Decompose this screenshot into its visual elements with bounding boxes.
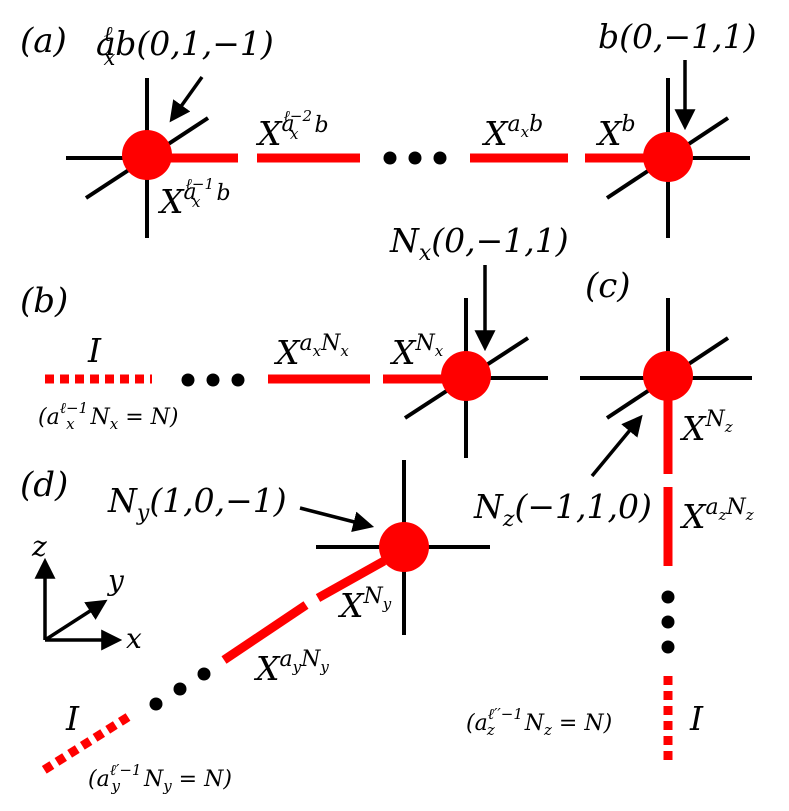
panel-d-site-circle [379, 522, 429, 572]
panel-d-identity-bond [41, 713, 131, 774]
panel-c-identity-label: I [689, 699, 704, 738]
ellipsis-dot [173, 682, 187, 696]
ellipsis-dot [383, 151, 397, 165]
ellipsis-dot [181, 373, 195, 387]
panel-a-bond-label-4: Xb [595, 112, 636, 153]
panel-b-bond-label-2: XNx [389, 331, 444, 372]
panel-a-left-site [66, 78, 210, 238]
panel-d-bond-chain [41, 557, 387, 774]
panel-c-bond-label-2: XazNz [679, 495, 754, 536]
ellipsis-dot [433, 151, 447, 165]
panel-d-bond-label-2: XayNy [253, 647, 329, 688]
panel-a-right-site-circle [643, 132, 693, 182]
panel-a-tag: (a) [20, 21, 67, 61]
ellipsis-dot [206, 373, 220, 387]
panel-d-arrow-label: Ny(1,0,−1) [107, 481, 287, 526]
panel-a-left-site-circle [122, 130, 172, 180]
x-axis-label: x [126, 622, 142, 655]
panel-b-tag: (b) [20, 281, 68, 321]
panel-c-arrow [590, 414, 643, 478]
panel-a-right-arrow-label: b(0,−1,1) [598, 17, 757, 56]
z-axis-label: z [31, 530, 47, 563]
panel-d-tag: (d) [20, 465, 68, 505]
panel-c-tag: (c) [585, 266, 631, 306]
panel-a-right-site [605, 78, 750, 238]
y-axis-arrow [44, 599, 108, 642]
y-axis-label: y [106, 564, 125, 597]
panel-b-bond-chain [45, 373, 446, 387]
panel-c-site-circle [643, 351, 693, 401]
ellipsis-dot [231, 373, 245, 387]
panel-a-left-arrow [169, 75, 204, 123]
panel-c-arrow-label: Nz(−1,1,0) [473, 487, 652, 532]
panel-b-arrow-label: Nx(0,−1,1) [389, 221, 569, 266]
panel-b-bond-label-1: XaxNx [273, 331, 349, 372]
ellipsis-dot [661, 590, 675, 604]
coordinate-axes: z x y [31, 530, 142, 655]
panel-a-bond-chain [170, 151, 648, 165]
ellipsis-dot [197, 667, 211, 681]
panel-b-site-circle [441, 351, 491, 401]
ellipsis-dot [661, 640, 675, 654]
panel-d-identity-label: I [65, 699, 80, 738]
panel-d-arrow [299, 506, 375, 532]
panel-b-identity-label: I [87, 331, 102, 370]
panel-a-bond-label-3: Xaxb [481, 112, 543, 153]
ellipsis-dot [149, 697, 163, 711]
ellipsis-dot [661, 615, 675, 629]
panel-d-bond-label-1: XNy [337, 584, 392, 625]
panel-c-bond-chain [661, 398, 675, 760]
panel-c-bond-label-1: XNz [679, 407, 733, 448]
ellipsis-dot [408, 151, 422, 165]
panel-c-site [580, 298, 752, 420]
panel-d-site [316, 460, 490, 635]
panel-b-site [403, 298, 548, 458]
